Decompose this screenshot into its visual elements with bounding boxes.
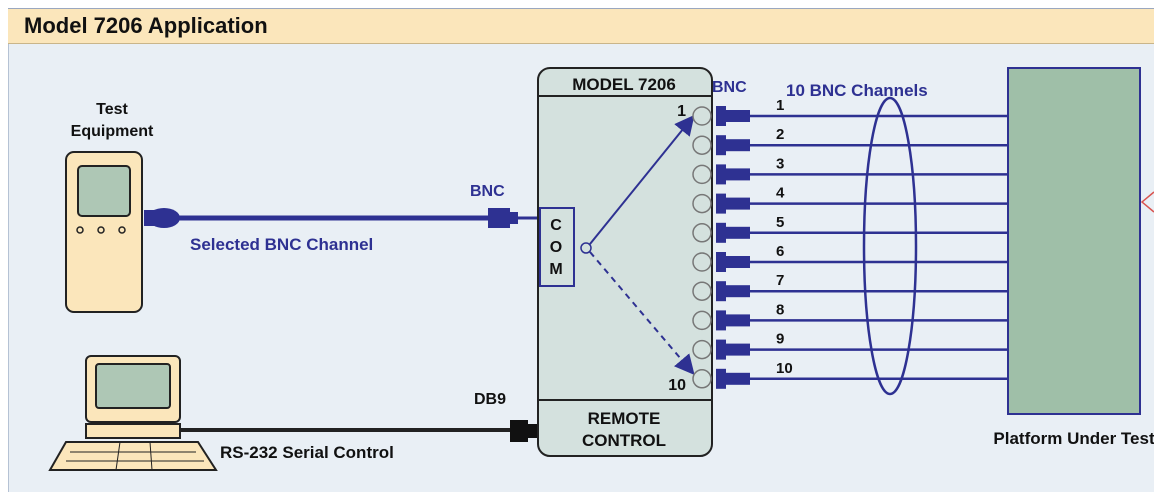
bnc-connector-body [726, 110, 750, 122]
remote-label-line1: REMOTE [588, 409, 661, 428]
channel-number-label: 5 [776, 214, 784, 231]
bnc-connector [716, 135, 726, 156]
platform-under-test [1007, 67, 1141, 415]
test-equipment-label-line1: Test [96, 101, 128, 118]
com-pivot [580, 242, 592, 254]
test-equipment-label-line2: Equipment [71, 123, 154, 140]
alternate-path-arrow [589, 251, 695, 376]
bnc-connector [716, 281, 726, 302]
port-circle [692, 106, 712, 126]
port-first-label: 1 [677, 103, 686, 120]
bnc-connector [716, 106, 726, 126]
com-letter-m: M [549, 261, 562, 278]
port-circle [692, 252, 712, 272]
bnc-connector-body [726, 256, 750, 268]
db9-label: DB9 [474, 391, 506, 408]
selected-channel-cable [144, 208, 538, 228]
port-last-label: 10 [668, 377, 686, 394]
remote-label-line2: CONTROL [582, 431, 666, 450]
serial-control-label: RS-232 Serial Control [220, 443, 394, 462]
channels-label: 10 BNC Channels [786, 81, 928, 100]
bnc-connector-body [726, 314, 750, 327]
channel-number-label: 1 [776, 97, 784, 114]
channel-number-label: 10 [776, 360, 793, 377]
model-7206-unit [537, 67, 713, 457]
channel-number-label: 2 [776, 126, 784, 143]
platform-label: Platform Under Test [993, 429, 1154, 448]
bnc-connector-body [726, 197, 750, 210]
channel-number-label: 4 [776, 185, 785, 202]
com-letter-c: C [550, 217, 562, 234]
bnc-connector [716, 339, 726, 360]
port-circle [692, 223, 712, 243]
bnc-connector [716, 193, 726, 214]
selected-path-arrow [589, 114, 695, 245]
channel-number-label: 7 [776, 272, 784, 289]
db9-connector [510, 420, 528, 442]
computer-icon [48, 355, 218, 471]
channel-number-label: 9 [776, 331, 784, 348]
channel-number-label: 3 [776, 155, 784, 172]
port-circle [692, 339, 712, 360]
model-label: MODEL 7206 [572, 75, 676, 94]
bnc-connector-body [726, 226, 750, 239]
figure-title: Model 7206 Application [24, 13, 268, 38]
port-circle [692, 135, 712, 155]
bnc-connector [716, 222, 726, 243]
port-circle [692, 310, 712, 331]
bnc-connector-body [726, 372, 750, 385]
bnc-connector [716, 164, 726, 185]
port-circle [692, 281, 712, 301]
bnc-connector [716, 310, 726, 331]
port-circle [692, 369, 712, 389]
com-letter-o: O [550, 239, 562, 256]
port-circle [692, 193, 712, 214]
channel-number-label: 6 [776, 243, 784, 260]
port-circle [692, 164, 712, 185]
bnc-connector [716, 252, 726, 272]
bnc-connector [716, 368, 726, 389]
channel-number-label: 8 [776, 301, 784, 318]
bnc-connector-body [726, 168, 750, 181]
edge-pointer-icon [1140, 191, 1154, 213]
bnc-connector-body [726, 285, 750, 298]
test-equipment-device [65, 151, 143, 313]
bnc-right-label: BNC [712, 79, 747, 96]
channel-bundle-ellipse [862, 96, 918, 396]
figure-header: Model 7206 Application [8, 8, 1154, 44]
bnc-connector-body [726, 343, 750, 356]
bnc-left-label: BNC [470, 183, 505, 200]
selected-channel-label: Selected BNC Channel [190, 235, 373, 254]
bnc-connector-body [726, 139, 750, 152]
